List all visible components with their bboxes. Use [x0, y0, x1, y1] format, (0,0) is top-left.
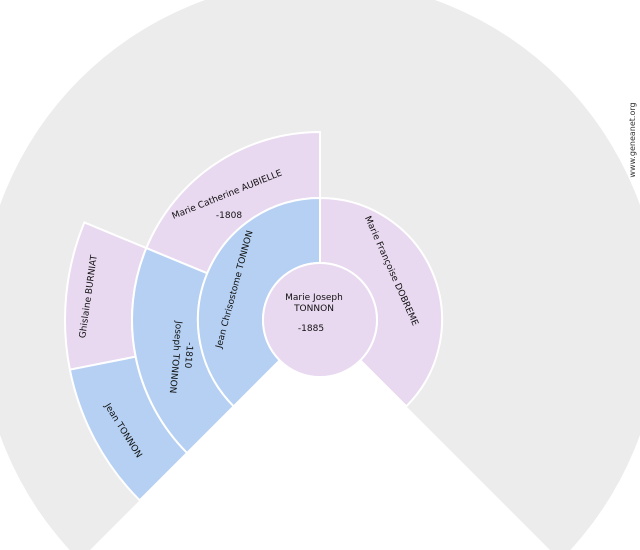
watermark-text: www.geneanet.org	[628, 102, 637, 177]
paternal-grandfather-date: -1810	[182, 342, 194, 369]
root-date: -1885	[298, 324, 324, 334]
root-name-line1: Marie Joseph	[285, 293, 343, 303]
sector-root[interactable]	[262, 262, 378, 378]
paternal-grandmother-date: -1808	[216, 211, 242, 221]
root-name-line2: TONNON	[293, 304, 334, 314]
